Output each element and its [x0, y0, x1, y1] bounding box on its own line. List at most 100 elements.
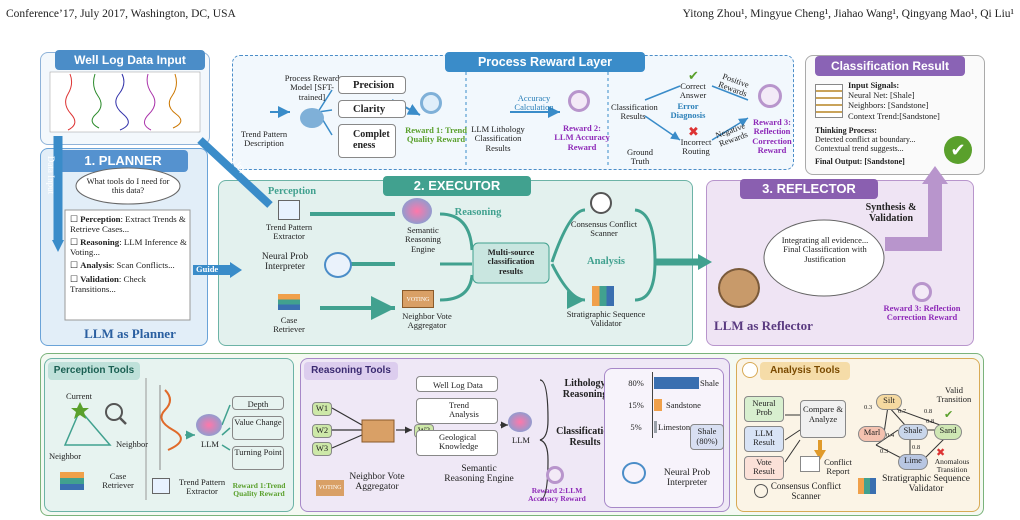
ssv-icon — [858, 478, 876, 494]
cross-icon: ✖ — [688, 124, 699, 139]
header-authors: Yitong Zhou¹, Mingyue Cheng¹, Jiahao Wan… — [682, 8, 1014, 20]
vote-box-icon — [361, 419, 395, 443]
reasoning-label: Reasoning — [454, 207, 502, 218]
reflector-bubble — [763, 219, 885, 297]
thinking-line2: Contextual trend suggests... — [815, 144, 904, 154]
rt-voting-icon: VOTING — [316, 480, 344, 496]
prob-bar-limestone — [654, 421, 657, 433]
pt-turning-point: Turning Point — [232, 446, 284, 470]
nn-signal: Neural Net: [Shale] — [848, 90, 915, 101]
rt-lith-reasoning: Lithology Reasoning — [562, 378, 608, 400]
pt-brain-icon — [196, 414, 222, 436]
cr-doc-icon — [815, 84, 843, 118]
reflector-bubble-text: Integrating all evidence... Final Classi… — [781, 235, 869, 264]
check-icon: ✔ — [688, 68, 699, 83]
clarity-box: Clarity — [338, 100, 406, 118]
rt-reward2: Reward 2:LLM Accuracy Reward — [528, 486, 586, 504]
voting-box-icon: VOTING — [402, 290, 434, 308]
cr-check-icon: ✔ — [944, 136, 972, 164]
planner-scroll — [64, 209, 191, 321]
planner-title: 1. PLANNER — [58, 150, 188, 172]
ground-truth-label: Ground Truth — [627, 147, 653, 167]
final-output: Final Output: [Sandstone] — [815, 156, 905, 166]
rt-nva-label: Neighbor Vote Aggregator — [349, 472, 405, 493]
trend-extractor-label: Trend Pattern Extractor — [265, 222, 313, 242]
pt-neighbor2: Neighbor — [48, 451, 82, 461]
reflector-title: 3. REFLECTOR — [740, 179, 878, 199]
perception-label: Perception — [267, 186, 317, 197]
pt-reward1: Reward 1:Trend Quality Reward — [232, 481, 286, 499]
cr-content: Input Signals: Neural Net: [Shale] Neigh… — [848, 80, 980, 121]
neural-net-icon — [324, 252, 352, 278]
classification-title: Classification Result — [815, 56, 965, 76]
reflector-avatar-icon — [718, 268, 760, 308]
valid-transition: Valid Transition — [936, 385, 972, 405]
npi-label: Neural Prob Interpreter — [663, 468, 711, 489]
rt-brain-icon — [508, 412, 532, 432]
at-llm-result: LLM Result — [744, 426, 784, 452]
reasoning-tools-title: Reasoning Tools — [304, 362, 398, 380]
edge-w1: 0.7 — [898, 408, 907, 415]
ssv-label: Stratigraphic Sequence Validator — [882, 474, 970, 495]
edge-w5: 0.3 — [880, 448, 889, 455]
data-input-arrow-2 — [197, 137, 273, 208]
at-compare: Compare & Analyze — [800, 400, 846, 438]
llm-lith-label: LLM Lithology Classification Results — [471, 124, 525, 153]
sequence-icon — [592, 286, 614, 306]
prob-label-sandstone: Sandstone — [666, 400, 701, 410]
node-silt: Silt — [876, 394, 902, 410]
prob-bar-sandstone — [654, 399, 663, 411]
edge-w2: 0.4 — [886, 432, 895, 439]
rt-wld: Well Log Data — [416, 376, 498, 392]
edge-w0: 0.3 — [864, 404, 873, 411]
vote-aggregator-label: Neighbor Vote Aggregator — [402, 311, 452, 331]
guide-label: Guide — [196, 264, 219, 274]
prob-label-limestone: Limestone — [658, 422, 694, 432]
plan-item-analysis: ☐ Analysis: Scan Conflicts... — [70, 260, 175, 271]
data-input-label: Data Input — [46, 155, 57, 195]
nb-signal: Neighbors: [Sandstone] — [848, 100, 929, 111]
prob-axis — [652, 372, 653, 438]
rt-w2: W2 — [312, 424, 332, 438]
plan-item-validation: ☐ Validation: Check Transitions... — [70, 273, 147, 294]
pt-case-label: Case Retriever — [102, 471, 134, 491]
reflector-footer: LLM as Reflector — [714, 318, 813, 333]
plan-item-reasoning: ☐ Reasoning: LLM Inference & Voting... — [70, 237, 187, 258]
rt-w1: W1 — [312, 402, 332, 416]
pt-extractor-label: Trend Pattern Extractor — [178, 477, 226, 497]
node-sand: Sand — [934, 424, 962, 440]
prob-output: Shale (80%) — [690, 424, 724, 450]
brain-icon — [300, 108, 324, 128]
rt-class-results: Classification Results — [556, 426, 614, 448]
prob-label-shale: Shale — [700, 378, 719, 388]
perception-tools-title: Perception Tools — [48, 362, 140, 380]
incorrect-label: Incorrect Routing — [680, 137, 712, 157]
sequence-validator-label: Stratigraphic Sequence Validator — [566, 309, 646, 329]
ribbon-icon — [420, 92, 442, 114]
ct-signal: Context Trend:[Sandstone] — [848, 110, 940, 121]
magnifier-icon — [105, 403, 123, 421]
multisource-box — [472, 242, 550, 284]
rt-gk: Geological Knowledge — [416, 430, 498, 456]
at-scanner-icon — [754, 484, 768, 498]
process-reward-title: Process Reward Layer — [445, 52, 645, 72]
medal-icon — [568, 90, 590, 112]
conflict-scanner-label: Consensus Conflict Scanner — [570, 219, 638, 239]
well-log-chart — [49, 71, 201, 133]
thinking-line1: Detected conflict at boundary... — [815, 135, 916, 145]
prob-pct-shale: 80% — [628, 378, 644, 388]
pt-current: Current — [66, 391, 92, 401]
npi-net-icon — [622, 462, 646, 484]
reward1-label: Reward 1: Trend Quality Reward — [405, 125, 467, 145]
conflict-doc-icon — [800, 456, 820, 472]
semantic-engine-label: Semantic Reasoning Engine — [405, 225, 441, 254]
at-neural-prob: Neural Prob — [744, 396, 784, 422]
prob-pct-limestone: 5% — [630, 422, 642, 432]
case-stack-icon — [278, 294, 300, 310]
node-shale: Shale — [898, 424, 928, 440]
rt-w3: W3 — [312, 442, 332, 456]
prob-pct-sandstone: 15% — [628, 400, 644, 410]
analysis-label: Analysis — [587, 256, 625, 267]
edge-w3: 0.8 — [924, 408, 933, 415]
anomalous-transition: Anomalous Transition — [934, 457, 970, 475]
